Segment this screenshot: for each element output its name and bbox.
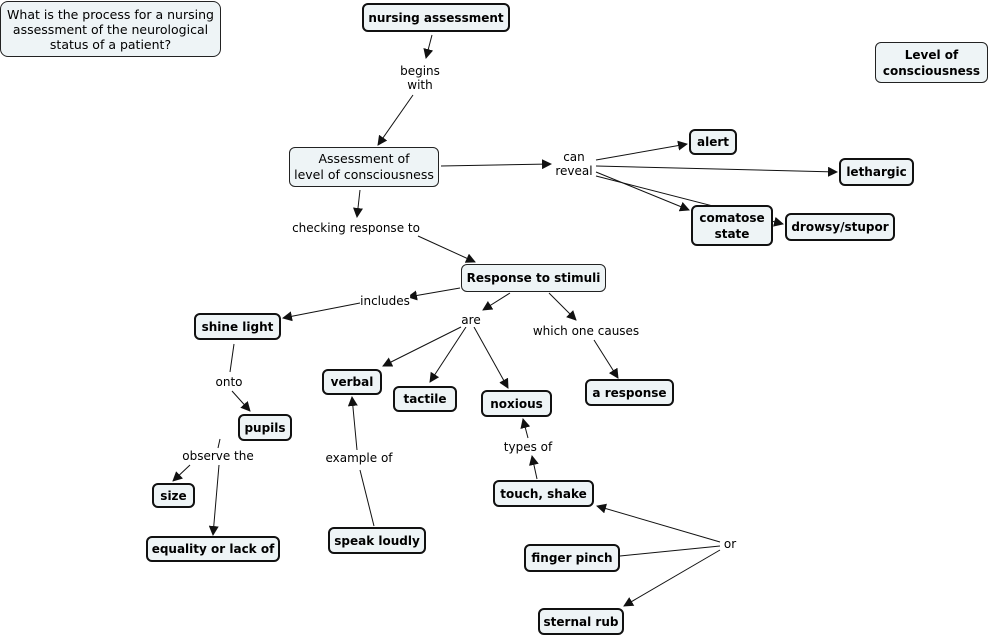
connector-line	[347, 396, 358, 451]
node-assessment-loc[interactable]: Assessment of level of consciousness	[289, 147, 439, 187]
connector-line	[593, 339, 619, 379]
node-lethargic[interactable]: lethargic	[839, 158, 914, 186]
connector-line	[231, 390, 251, 412]
link-checking-response-to: checking response to	[292, 221, 420, 235]
node-tactile[interactable]: tactile	[393, 386, 457, 412]
link-observe-the: observe the	[182, 449, 254, 463]
node-alert[interactable]: alert	[689, 129, 737, 155]
node-a-response[interactable]: a response	[585, 379, 674, 406]
node-comatose-state[interactable]: comatose state	[691, 205, 773, 246]
link-are: are	[461, 313, 481, 327]
node-nursing-assessment[interactable]: nursing assessment	[362, 3, 510, 32]
link-includes: includes	[360, 294, 410, 308]
link-types-of: types of	[503, 440, 553, 454]
node-verbal[interactable]: verbal	[322, 369, 382, 395]
node-size[interactable]: size	[152, 483, 195, 508]
link-example-of: example of	[325, 451, 393, 465]
question-note: What is the process for a nursing assess…	[0, 1, 221, 57]
node-finger-pinch[interactable]: finger pinch	[524, 544, 620, 572]
connector-line	[548, 292, 577, 321]
connector-line	[520, 418, 531, 439]
connector-line	[619, 545, 721, 557]
connector-line	[407, 287, 461, 301]
node-noxious[interactable]: noxious	[481, 390, 552, 417]
connector-line	[429, 326, 467, 383]
node-level-of-consciousness-title[interactable]: Level of consciousness	[875, 42, 988, 83]
connector-line	[473, 326, 509, 389]
connector-line	[595, 171, 690, 212]
connector-line	[282, 302, 361, 322]
connector-line	[229, 343, 235, 373]
connector-line	[377, 94, 414, 146]
connector-line	[208, 464, 220, 536]
node-response-to-stimuli[interactable]: Response to stimuli	[461, 264, 606, 292]
connector-line	[440, 159, 552, 170]
link-or: or	[723, 537, 737, 551]
node-shine-light[interactable]: shine light	[194, 313, 281, 340]
node-speak-loudly[interactable]: speak loudly	[328, 527, 426, 554]
node-sternal-rub[interactable]: sternal rub	[538, 608, 624, 635]
node-pupils[interactable]: pupils	[238, 414, 292, 441]
connector-line	[595, 140, 688, 161]
connector-line	[172, 464, 191, 482]
connector-line	[423, 34, 434, 59]
connector-line	[596, 503, 721, 543]
node-touch-shake[interactable]: touch, shake	[493, 480, 594, 507]
connector-line	[417, 235, 476, 263]
link-which-one-causes: which one causes	[532, 324, 640, 338]
link-can-reveal: can reveal	[555, 150, 593, 178]
node-equality[interactable]: equality or lack of	[146, 536, 280, 562]
connector-line	[359, 469, 375, 527]
link-onto: onto	[215, 375, 243, 389]
connector-line	[353, 189, 363, 218]
connector-line	[382, 326, 462, 367]
connector-line	[482, 292, 511, 311]
node-drowsy-stupor[interactable]: drowsy/stupor	[785, 213, 895, 241]
connector-line	[595, 165, 838, 177]
link-begins-with: begins with	[400, 64, 440, 92]
connector-line	[217, 438, 221, 449]
connector-line	[529, 455, 539, 480]
connector-line	[623, 549, 721, 607]
